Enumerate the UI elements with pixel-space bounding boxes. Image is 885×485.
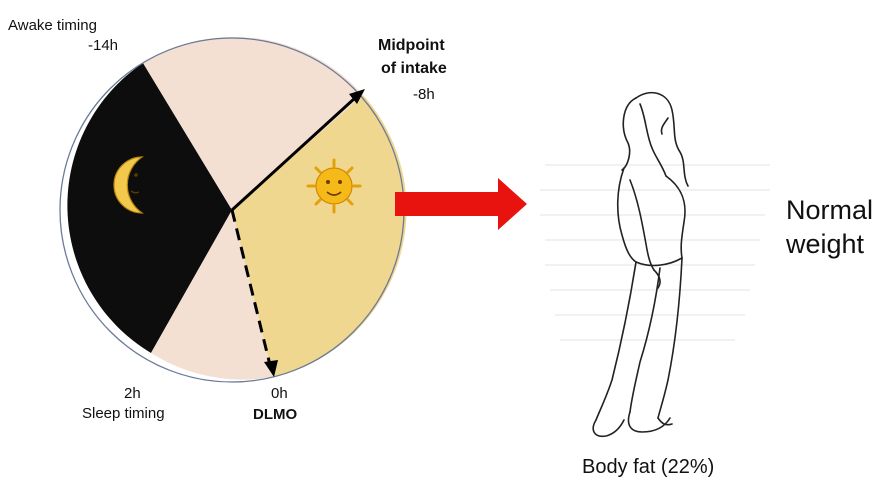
awake-timing-value: -14h (88, 37, 118, 55)
dlmo-value: 0h (271, 385, 288, 403)
sun-icon (308, 160, 360, 212)
weight-status-line2: weight (786, 228, 864, 260)
sleep-timing-value: 2h (124, 385, 141, 403)
figure-background (540, 165, 770, 340)
midpoint-label-line1: Midpoint (378, 37, 445, 55)
weight-status-line1: Normal (786, 194, 873, 226)
body-fat-label: Body fat (22%) (582, 455, 714, 479)
transition-arrow (395, 178, 527, 230)
awake-timing-label: Awake timing (8, 17, 97, 35)
midpoint-label-line2: of intake (381, 60, 447, 78)
dlmo-label: DLMO (253, 406, 297, 424)
midpoint-value: -8h (413, 86, 435, 104)
sleep-timing-label: Sleep timing (82, 405, 165, 423)
